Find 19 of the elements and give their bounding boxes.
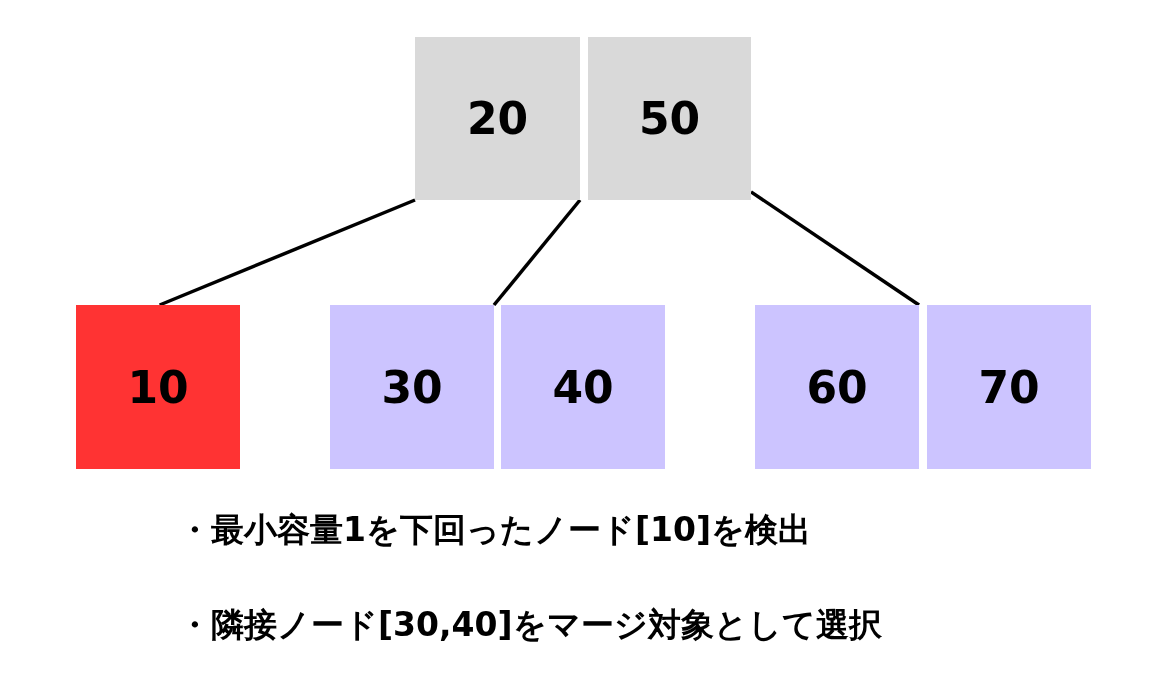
key-value: 70 <box>978 361 1040 413</box>
key-cell <box>927 305 1091 469</box>
key-value: 20 <box>466 93 529 144</box>
connector-line <box>750 190 920 307</box>
key-cell <box>501 305 665 469</box>
key-cell <box>415 37 580 200</box>
key-cell <box>76 305 240 469</box>
key-cell <box>755 305 919 469</box>
key-value: 50 <box>638 93 701 144</box>
key-value: 40 <box>552 361 614 413</box>
key-value: 10 <box>127 361 189 413</box>
connector-line <box>492 198 582 307</box>
connector-line <box>158 198 416 307</box>
key-cell <box>588 37 751 200</box>
note-text: ・隣接ノード[30,40]をマージ対象として選択 <box>178 604 882 646</box>
key-cell <box>330 305 494 469</box>
note-text: ・最小容量1を下回ったノード[10]を検出 <box>178 509 812 551</box>
key-value: 60 <box>806 361 868 413</box>
key-value: 30 <box>381 361 443 413</box>
